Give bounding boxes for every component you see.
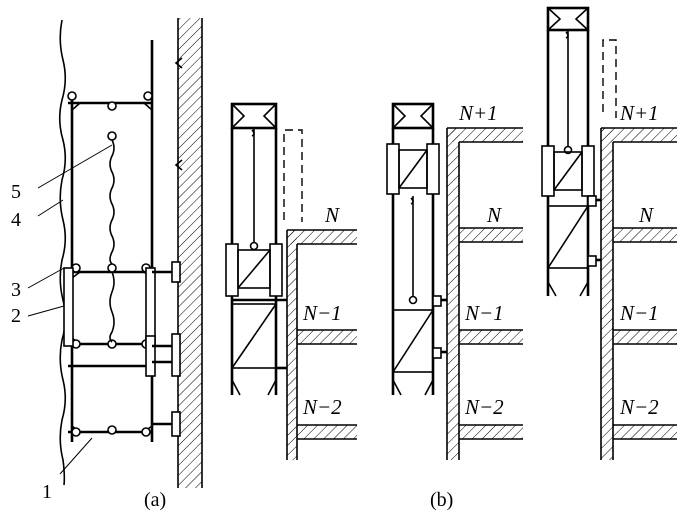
callout-2: 2 — [11, 305, 21, 327]
floor-label-n-minus-2: N−2 — [464, 395, 504, 419]
floor-label-n-minus-1: N−1 — [619, 301, 659, 325]
callout-4: 4 — [11, 209, 21, 231]
building-wall — [177, 18, 203, 488]
panel-b-structure-1: N N−1 N−2 — [225, 102, 357, 460]
floor-label-n-minus-2: N−2 — [619, 395, 659, 419]
floor-label-n-plus-1: N+1 — [458, 101, 498, 125]
floor-label-n-minus-2: N−2 — [302, 395, 342, 419]
panel-b-structure-3: N+1 N N−1 N−2 — [541, 6, 677, 460]
floor-label-n-minus-1: N−1 — [464, 301, 504, 325]
caption-a: (a) — [144, 489, 166, 511]
callout-5: 5 — [11, 181, 21, 203]
panel-b-structure-2: N+1 N N−1 N−2 — [386, 101, 523, 460]
chain-hoist — [109, 139, 115, 343]
floor-label-n: N — [486, 203, 502, 227]
floor-label-n-plus-1: N+1 — [619, 101, 659, 125]
caption-b: (b) — [430, 489, 453, 511]
break-line — [58, 19, 67, 486]
floor-label-n-minus-1: N−1 — [302, 301, 342, 325]
floor-label-n: N — [638, 203, 654, 227]
callout-1: 1 — [42, 481, 52, 503]
panel-a: 5 4 3 2 1 (a) — [11, 18, 203, 511]
floor-label-n: N — [324, 203, 340, 227]
callout-3: 3 — [11, 279, 21, 301]
